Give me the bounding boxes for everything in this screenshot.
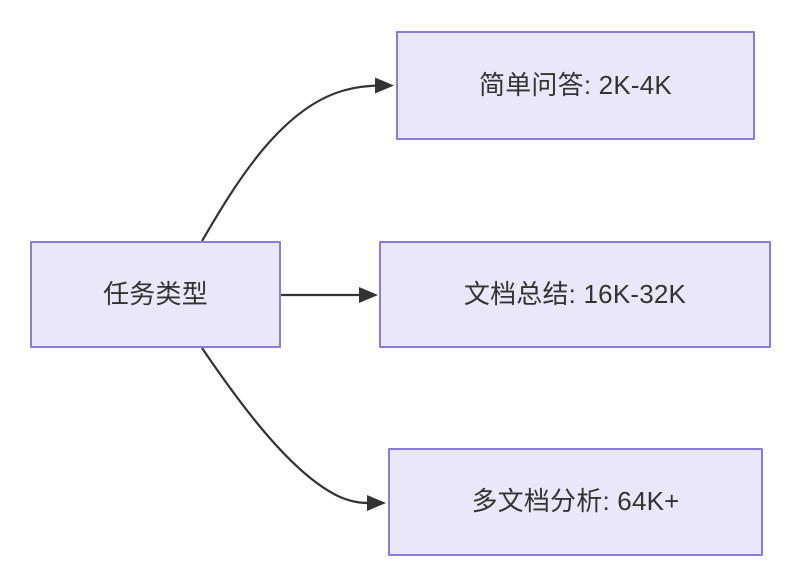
node-multi-document-analysis-label: 多文档分析: 64K+	[471, 486, 680, 517]
edge-root-to-multidoc	[201, 347, 386, 511]
edge-root-to-summary-arrowhead	[359, 287, 378, 303]
edge-root-to-simple-arrowhead	[375, 77, 394, 94]
node-document-summary-label: 文档总结: 16K-32K	[463, 278, 687, 309]
node-task-type-label: 任务类型	[103, 278, 208, 309]
node-task-type[interactable]: 任务类型	[30, 241, 281, 348]
node-simple-qa-label: 简单问答: 2K-4K	[479, 69, 672, 100]
edge-root-to-multidoc-arrowhead	[367, 495, 386, 511]
node-document-summary[interactable]: 文档总结: 16K-32K	[379, 241, 771, 348]
edge-root-to-simple-line	[201, 84, 379, 242]
edge-root-to-simple	[201, 77, 394, 242]
node-multi-document-analysis[interactable]: 多文档分析: 64K+	[388, 448, 763, 556]
edge-root-to-multidoc-line	[201, 347, 371, 505]
edge-root-to-summary	[281, 287, 378, 303]
node-simple-qa[interactable]: 简单问答: 2K-4K	[396, 31, 755, 140]
